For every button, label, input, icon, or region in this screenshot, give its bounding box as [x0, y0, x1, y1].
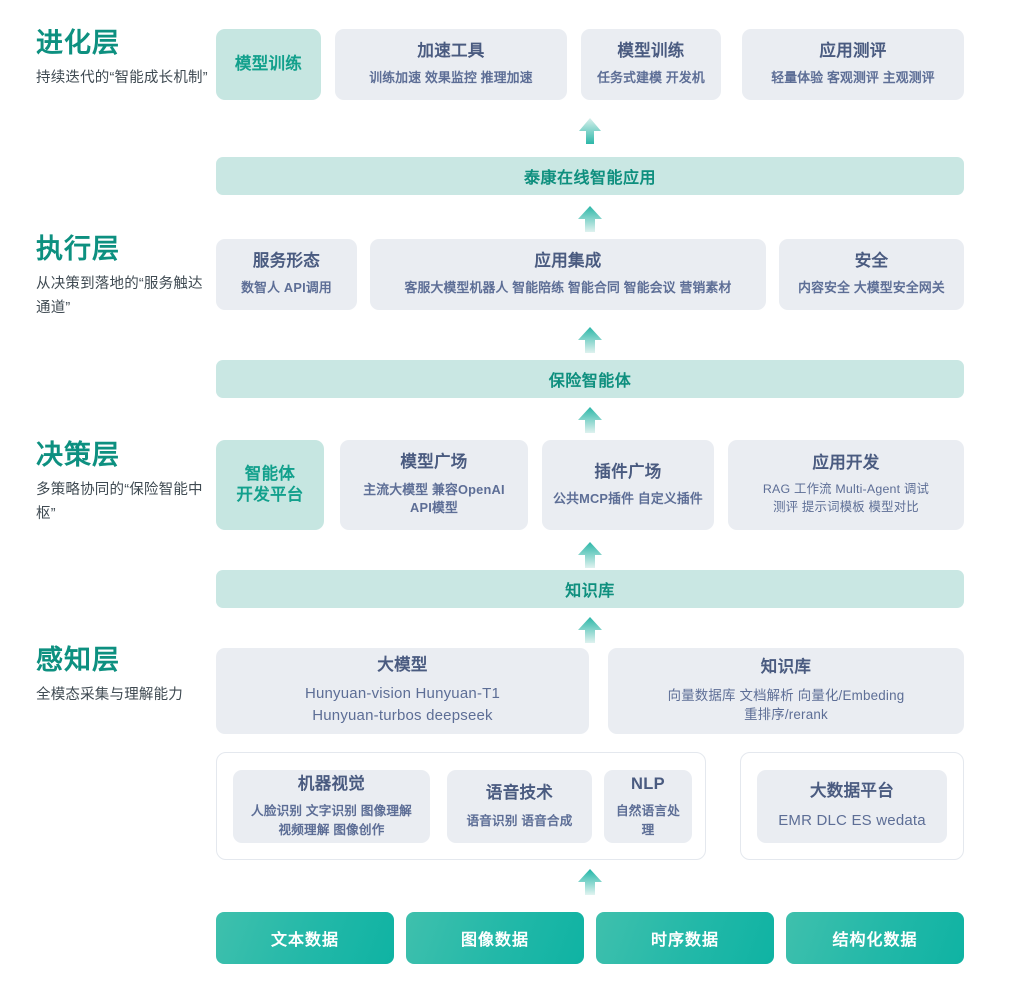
box-subtitle: 语音识别 语音合成: [466, 813, 573, 828]
box-subtitle: 任务式建模 开发机: [597, 70, 705, 86]
layer-label-decision: 决策层 多策略协同的“保险智能中枢”: [36, 440, 216, 527]
box-application-integration[interactable]: 应用集成 客服大模型机器人 智能陪练 智能合同 智能会议 营销素材: [370, 239, 766, 310]
arrow-up-icon: [575, 616, 605, 644]
box-title: 知识库: [760, 658, 812, 677]
box-title: 语音技术: [485, 784, 554, 803]
box-large-model[interactable]: 大模型 Hunyuan-vision Hunyuan-T1 Hunyuan-tu…: [216, 648, 589, 734]
box-model-plaza[interactable]: 模型广场 主流大模型 兼容OpenAI API模型: [340, 440, 528, 530]
box-subtitle: 客服大模型机器人 智能陪练 智能合同 智能会议 营销素材: [404, 280, 732, 296]
box-title: 模型训练: [617, 42, 685, 60]
box-knowledge-base[interactable]: 知识库 向量数据库 文档解析 向量化/Embeding 重排序/rerank: [608, 648, 964, 734]
box-subtitle: RAG 工作流 Multi-Agent 调试 测评 提示词模板 模型对比: [762, 482, 930, 515]
arrow-up-icon: [575, 541, 605, 569]
layer-subtitle: 全模态采集与理解能力: [36, 687, 183, 704]
box-title: 模型训练: [234, 54, 303, 73]
arrow-down-icon: [575, 118, 605, 146]
box-security[interactable]: 安全 内容安全 大模型安全网关: [779, 239, 964, 310]
box-title: 应用测评: [819, 42, 887, 60]
bar-insurance-agent[interactable]: 保险智能体: [216, 360, 964, 398]
bar-taikang-online-ai-app[interactable]: 泰康在线智能应用: [216, 157, 964, 195]
chip-image-data[interactable]: 图像数据: [406, 912, 584, 964]
box-subtitle: 公共MCP插件 自定义插件: [553, 490, 703, 506]
box-title: 应用开发: [812, 453, 880, 472]
box-subtitle: 向量数据库 文档解析 向量化/Embeding 重排序/rerank: [667, 687, 905, 723]
box-title: 大模型: [377, 656, 428, 675]
box-title: 模型广场: [400, 453, 468, 472]
box-subtitle: Hunyuan-vision Hunyuan-T1 Hunyuan-turbos…: [304, 685, 501, 725]
layer-subtitle: 多策略协同的“保险智能中枢”: [36, 482, 203, 522]
box-nlp[interactable]: NLP 自然语言处理: [604, 770, 692, 843]
layer-subtitle: 从决策到落地的“服务触达通道”: [36, 276, 203, 316]
chip-text-data[interactable]: 文本数据: [216, 912, 394, 964]
box-title: 智能体 开发平台: [236, 464, 304, 504]
box-subtitle: 数智人 API调用: [241, 280, 332, 296]
box-plugin-plaza[interactable]: 插件广场 公共MCP插件 自定义插件: [542, 440, 714, 530]
box-subtitle: 自然语言处理: [616, 804, 680, 837]
box-subtitle: 内容安全 大模型安全网关: [798, 280, 945, 296]
box-subtitle: 人脸识别 文字识别 图像理解 视频理解 图像创作: [251, 804, 412, 837]
box-title: 加速工具: [417, 42, 485, 60]
box-subtitle: 轻量体验 客观测评 主观测评: [771, 70, 935, 86]
box-model-training[interactable]: 模型训练 任务式建模 开发机: [581, 29, 721, 100]
box-title: 机器视觉: [297, 775, 366, 794]
arrow-up-icon: [575, 406, 605, 434]
chip-timeseries-data[interactable]: 时序数据: [596, 912, 774, 964]
layer-label-evolution: 进化层 持续迭代的“智能成长机制”: [36, 28, 216, 91]
layer-label-perception: 感知层 全模态采集与理解能力: [36, 645, 216, 708]
box-subtitle: 训练加速 效果监控 推理加速: [369, 70, 533, 86]
layer-subtitle: 持续迭代的“智能成长机制”: [36, 70, 208, 87]
box-subtitle: EMR DLC ES wedata: [778, 811, 926, 829]
layer-title: 执行层: [36, 234, 120, 264]
layer-title: 感知层: [36, 645, 120, 675]
box-model-training-teal[interactable]: 模型训练: [216, 29, 321, 100]
box-subtitle: 主流大模型 兼容OpenAI API模型: [363, 481, 505, 516]
box-title: 插件广场: [594, 462, 662, 481]
box-application-development[interactable]: 应用开发 RAG 工作流 Multi-Agent 调试 测评 提示词模板 模型对…: [728, 440, 964, 530]
box-title: 安全: [854, 252, 889, 270]
arrow-up-icon: [575, 205, 605, 233]
arrow-up-icon: [575, 868, 605, 896]
box-acceleration-tools[interactable]: 加速工具 训练加速 效果监控 推理加速: [335, 29, 567, 100]
box-speech-technology[interactable]: 语音技术 语音识别 语音合成: [447, 770, 592, 843]
box-title: 服务形态: [252, 252, 321, 270]
box-title: NLP: [631, 775, 665, 794]
layer-label-execution: 执行层 从决策到落地的“服务触达通道”: [36, 234, 216, 321]
layer-title: 进化层: [36, 28, 120, 58]
box-machine-vision[interactable]: 机器视觉 人脸识别 文字识别 图像理解 视频理解 图像创作: [233, 770, 430, 843]
arrow-up-icon: [575, 326, 605, 354]
box-title: 大数据平台: [810, 782, 894, 801]
bar-knowledge-base[interactable]: 知识库: [216, 570, 964, 608]
chip-structured-data[interactable]: 结构化数据: [786, 912, 964, 964]
layer-title: 决策层: [36, 440, 120, 470]
box-application-evaluation[interactable]: 应用测评 轻量体验 客观测评 主观测评: [742, 29, 964, 100]
box-agent-dev-platform[interactable]: 智能体 开发平台: [216, 440, 324, 530]
box-title: 应用集成: [534, 252, 602, 270]
box-bigdata-platform[interactable]: 大数据平台 EMR DLC ES wedata: [757, 770, 947, 843]
box-service-form[interactable]: 服务形态 数智人 API调用: [216, 239, 357, 310]
